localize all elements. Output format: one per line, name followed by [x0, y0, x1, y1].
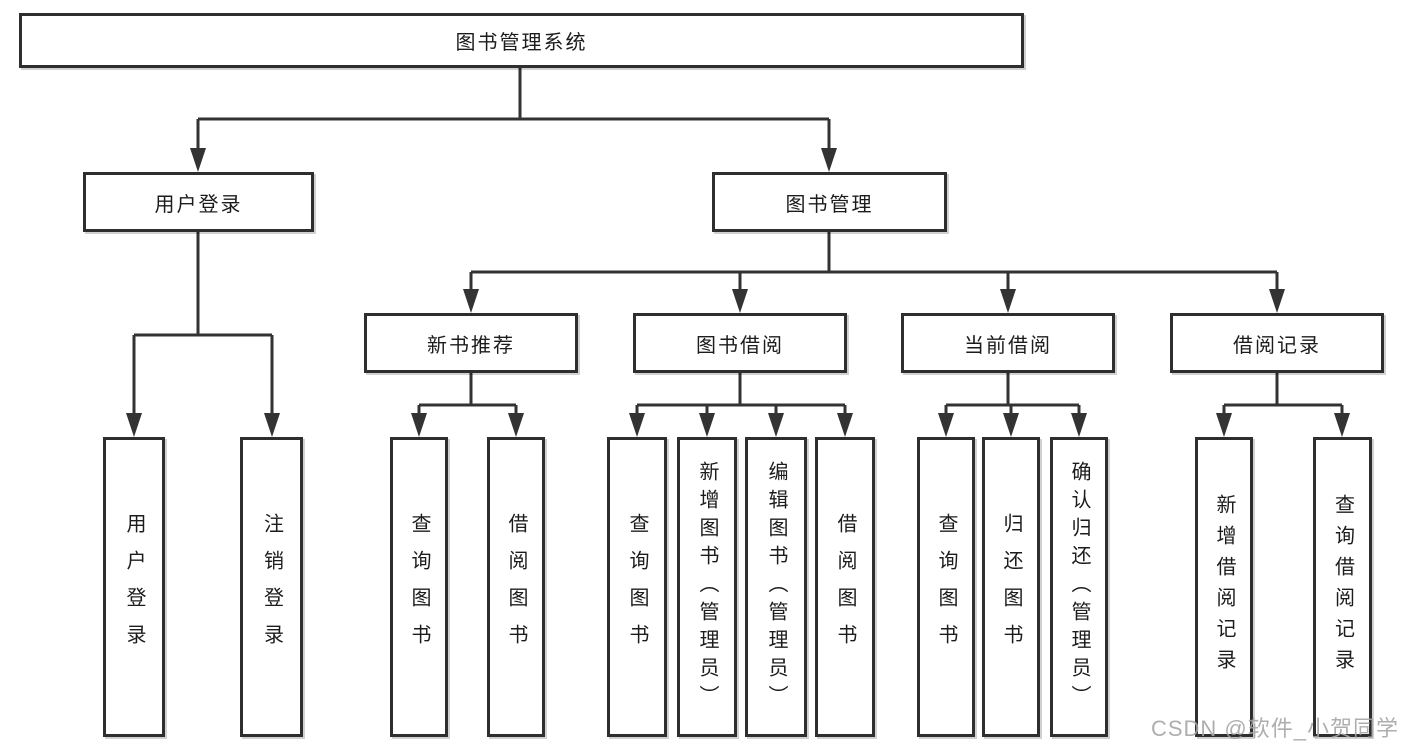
node-borrow-records: 借阅记录	[1170, 313, 1384, 373]
leaf-newrec-query-books: 查询图书	[390, 437, 448, 737]
leaf-newrec-borrow-books: 借阅图书	[487, 437, 545, 737]
arrowheads	[126, 148, 1350, 437]
node-current-borrowing: 当前借阅	[901, 313, 1115, 373]
leaf-borrow-query-books: 查询图书	[607, 437, 667, 737]
node-book-management: 图书管理	[712, 172, 947, 232]
leaf-borrow-add-books-admin: 新增图书（管理员）	[677, 437, 737, 737]
node-root: 图书管理系统	[19, 13, 1024, 68]
node-user-login: 用户登录	[83, 172, 314, 232]
leaf-logout: 注销登录	[240, 437, 303, 737]
leaf-borrow-edit-books-admin: 编辑图书（管理员）	[745, 437, 807, 737]
leaf-records-query-record: 查询借阅记录	[1313, 437, 1372, 737]
leaf-current-confirm-return-admin: 确认归还（管理员）	[1050, 437, 1108, 737]
leaf-current-query-books: 查询图书	[917, 437, 975, 737]
leaf-user-login: 用户登录	[103, 437, 165, 737]
watermark: CSDN @软件_小贺同学	[1150, 716, 1399, 741]
leaf-current-return-books: 归还图书	[982, 437, 1040, 737]
node-new-book-recommend: 新书推荐	[364, 313, 578, 373]
leaf-records-add-record: 新增借阅记录	[1195, 437, 1253, 737]
node-book-borrowing: 图书借阅	[633, 313, 847, 373]
leaf-borrow-borrow-books: 借阅图书	[815, 437, 875, 737]
